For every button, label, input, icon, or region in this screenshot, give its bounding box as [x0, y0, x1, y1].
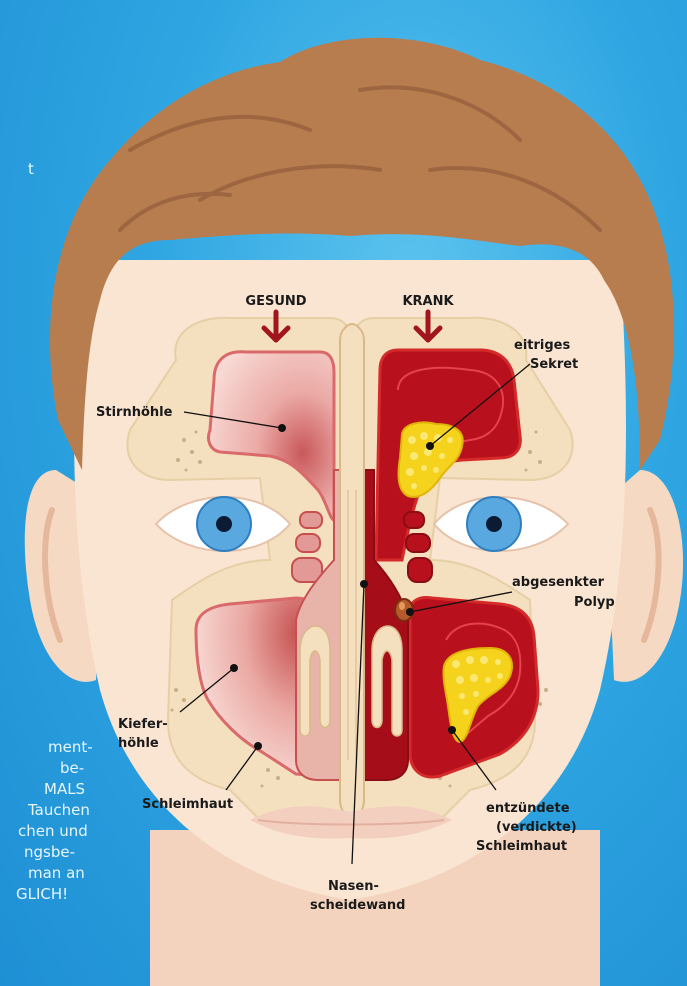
label-nasenscheidewand-2: scheidewand	[310, 898, 405, 913]
label-entzuendete-1: entzündete	[486, 801, 570, 816]
bg-text-line: MALS	[44, 780, 85, 798]
bg-text-line: Tauchen	[27, 801, 90, 819]
heading-sick: KRANK	[402, 294, 454, 309]
label-nasenscheidewand-1: Nasen-	[328, 879, 379, 894]
label-eitriges-sekret-1: eitriges	[514, 338, 570, 353]
label-polyp-2: Polyp	[574, 595, 615, 610]
label-schleimhaut: Schleimhaut	[142, 797, 233, 812]
bg-text-line: man an	[28, 864, 85, 882]
label-entzuendete-3: Schleimhaut	[476, 839, 567, 854]
label-kieferhoehle-2: höhle	[118, 736, 159, 751]
label-entzuendete-2: (verdickte)	[496, 820, 577, 835]
label-stirnhoehle: Stirnhöhle	[96, 405, 173, 420]
bg-text-line: ment-	[48, 738, 93, 756]
label-polyp-1: abgesenkter	[512, 575, 605, 590]
bg-text-line: be-	[60, 759, 84, 777]
bg-text-line: t	[28, 160, 34, 178]
label-kieferhoehle-1: Kiefer-	[118, 717, 168, 732]
heading-healthy: GESUND	[245, 294, 306, 309]
nasal-septum	[340, 324, 364, 818]
bg-text-line: chen und	[18, 822, 88, 840]
bg-text-line: ngsbe-	[24, 843, 75, 861]
label-eitriges-sekret-2: Sekret	[530, 357, 578, 372]
bg-text-line: GLICH!	[16, 885, 68, 903]
